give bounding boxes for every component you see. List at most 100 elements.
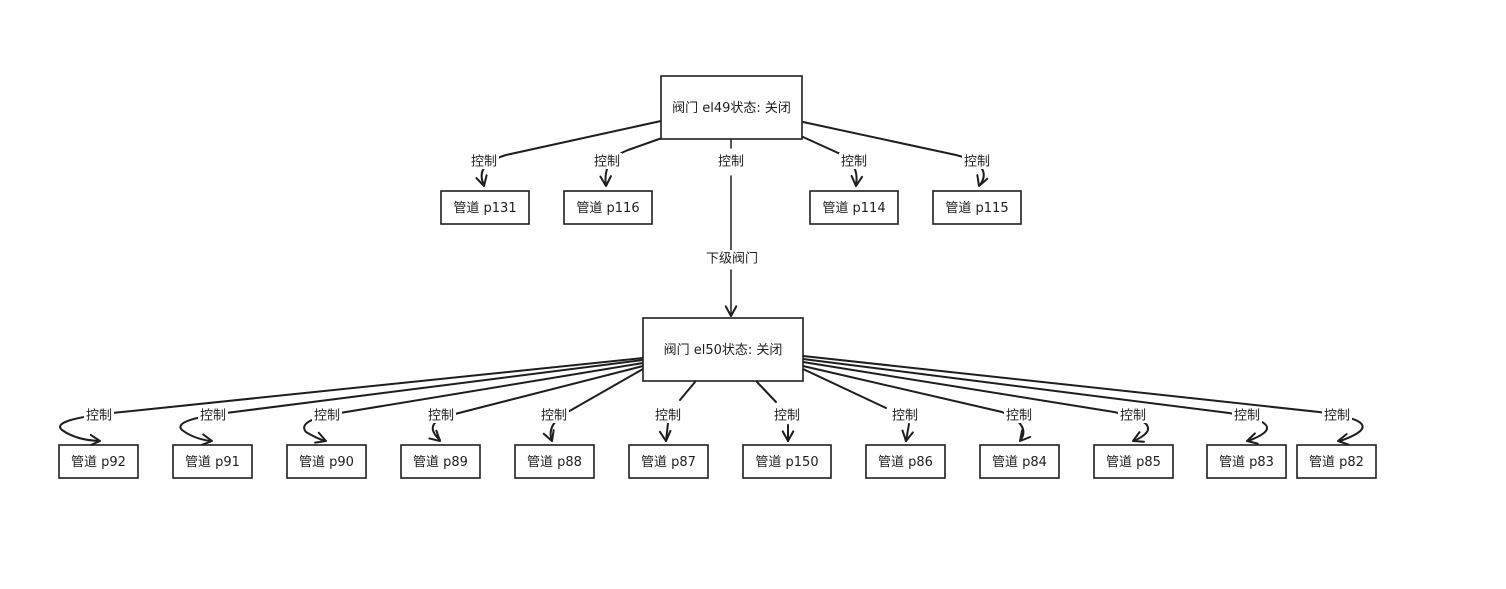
node-p116[interactable]: 管道 p116 — [563, 190, 653, 225]
edge-el50-p88 — [549, 368, 644, 442]
arrow-head-p116 — [599, 175, 612, 187]
edge-label-group: 控制 — [426, 407, 456, 424]
node-p90[interactable]: 管道 p90 — [286, 444, 367, 479]
node-box[interactable] — [400, 444, 481, 479]
edge-label-group: 下级阀门 — [704, 250, 760, 267]
node-box[interactable] — [1093, 444, 1174, 479]
edge-label-group: 控制 — [772, 407, 802, 424]
node-label: 管道 p115 — [945, 201, 1008, 216]
node-p131[interactable]: 管道 p131 — [440, 190, 530, 225]
node-label: 阀门 el50状态: 关闭 — [664, 343, 783, 358]
edge-label-group: 控制 — [469, 153, 499, 170]
node-p84[interactable]: 管道 p84 — [979, 444, 1060, 479]
node-box[interactable] — [172, 444, 253, 479]
edge-label-background — [1004, 407, 1034, 423]
node-p115[interactable]: 管道 p115 — [932, 190, 1022, 225]
arrow-head-p115 — [976, 174, 989, 187]
edge-label-group: 控制 — [198, 407, 228, 424]
node-box[interactable] — [563, 190, 653, 225]
edge-el50-p150 — [756, 381, 789, 442]
arrow-head-p131 — [475, 174, 488, 187]
edge-label-background — [1232, 407, 1262, 423]
arrow-head-p82 — [1337, 433, 1350, 446]
edge-label-group: 控制 — [653, 407, 683, 424]
node-box[interactable] — [628, 444, 709, 479]
node-p86[interactable]: 管道 p86 — [865, 444, 946, 479]
node-box[interactable] — [440, 190, 530, 225]
edge-label-background — [839, 153, 869, 169]
edge-label: 控制 — [541, 409, 567, 424]
arrow-head-p91 — [200, 433, 213, 446]
edge-label: 控制 — [86, 409, 112, 424]
node-label: 阀门 el49状态: 关闭 — [672, 101, 791, 116]
node-label: 管道 p82 — [1309, 455, 1364, 470]
edge-label-background — [469, 153, 499, 169]
node-p150[interactable]: 管道 p150 — [742, 444, 832, 479]
node-box[interactable] — [660, 75, 803, 140]
edge-label-background — [312, 407, 342, 423]
arrow-head-p114 — [850, 174, 864, 187]
node-box[interactable] — [58, 444, 139, 479]
node-label: 管道 p89 — [413, 455, 468, 470]
edge-label-background — [653, 407, 683, 423]
node-p88[interactable]: 管道 p88 — [514, 444, 595, 479]
node-box[interactable] — [742, 444, 832, 479]
node-box[interactable] — [809, 190, 899, 225]
node-box[interactable] — [932, 190, 1022, 225]
edges-layer — [59, 120, 1364, 447]
node-label: 管道 p114 — [822, 201, 885, 216]
node-box[interactable] — [865, 444, 946, 479]
edge-label: 控制 — [314, 409, 340, 424]
node-p87[interactable]: 管道 p87 — [628, 444, 709, 479]
node-p114[interactable]: 管道 p114 — [809, 190, 899, 225]
edge-label-background — [539, 407, 569, 423]
node-p89[interactable]: 管道 p89 — [400, 444, 481, 479]
node-el50[interactable]: 阀门 el50状态: 关闭 — [642, 317, 804, 382]
node-label: 管道 p86 — [878, 455, 933, 470]
edge-label-background — [592, 153, 622, 169]
edge-label: 控制 — [1324, 409, 1350, 424]
node-box[interactable] — [1206, 444, 1287, 479]
arrow-head-p90 — [314, 431, 327, 444]
node-p91[interactable]: 管道 p91 — [172, 444, 253, 479]
arrow-head-p87 — [658, 429, 672, 442]
edge-label-group: 控制 — [312, 407, 342, 424]
node-el49[interactable]: 阀门 el49状态: 关闭 — [660, 75, 803, 140]
node-label: 管道 p85 — [1106, 455, 1161, 470]
edge-label-background — [772, 407, 802, 423]
node-p92[interactable]: 管道 p92 — [58, 444, 139, 479]
edge-label-group: 控制 — [84, 407, 114, 424]
node-box[interactable] — [1296, 444, 1377, 479]
edge-label: 控制 — [428, 409, 454, 424]
node-p82[interactable]: 管道 p82 — [1296, 444, 1377, 479]
edge-label-group: 控制 — [1118, 407, 1148, 424]
edge-labels-layer: 控制控制控制下级阀门控制控制控制控制控制控制控制控制控制控制控制控制控制控制 — [84, 153, 1352, 424]
arrow-head-el50 — [724, 305, 738, 317]
arrow-head-p150 — [781, 430, 795, 442]
edge-label: 控制 — [200, 409, 226, 424]
node-label: 管道 p92 — [71, 455, 126, 470]
edge-label-background — [716, 153, 746, 169]
edge-label-group: 控制 — [890, 407, 920, 424]
edge-label-group: 控制 — [1232, 407, 1262, 424]
edge-label-group: 控制 — [539, 407, 569, 424]
edge-label-group: 控制 — [1322, 407, 1352, 424]
node-p83[interactable]: 管道 p83 — [1206, 444, 1287, 479]
node-box[interactable] — [642, 317, 804, 382]
node-p85[interactable]: 管道 p85 — [1093, 444, 1174, 479]
edge-label: 控制 — [718, 155, 744, 170]
node-label: 管道 p84 — [992, 455, 1047, 470]
node-box[interactable] — [979, 444, 1060, 479]
edge-label-group: 控制 — [1004, 407, 1034, 424]
node-box[interactable] — [514, 444, 595, 479]
node-label: 管道 p88 — [527, 455, 582, 470]
edge-label: 控制 — [964, 155, 990, 170]
node-label: 管道 p150 — [755, 455, 818, 470]
arrow-head-p84 — [1019, 429, 1032, 442]
node-label: 管道 p116 — [576, 201, 639, 216]
edge-label-background — [84, 407, 114, 423]
edge-label-group: 控制 — [962, 153, 992, 170]
node-box[interactable] — [286, 444, 367, 479]
